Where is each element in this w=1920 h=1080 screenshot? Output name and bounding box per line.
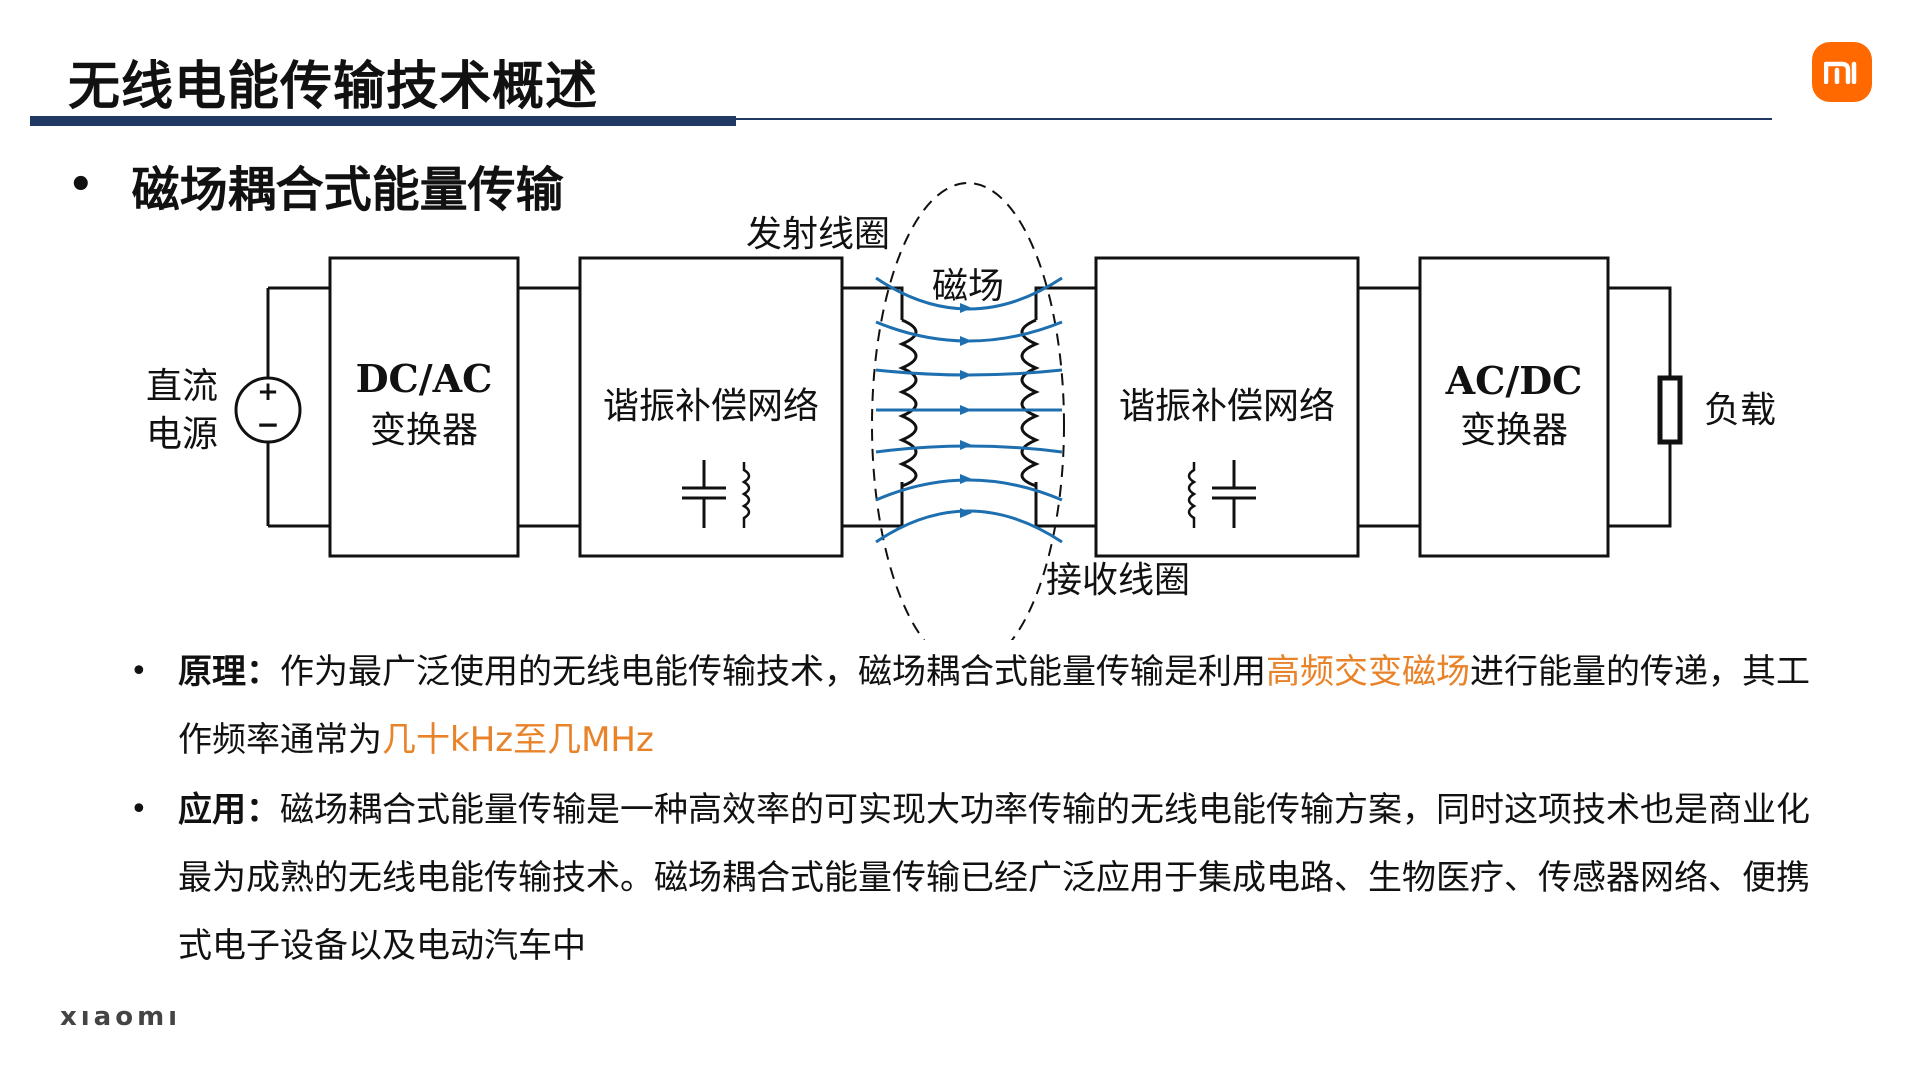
- magnetic-field-region: [871, 182, 1065, 640]
- resonant-network-left-label: 谐振补偿网络: [603, 386, 819, 427]
- dc-source-symbol: [234, 376, 302, 444]
- minus-sign: −: [256, 408, 279, 441]
- slide-title: 无线电能传输技术概述: [68, 57, 599, 117]
- resonant-network-left-block: [578, 256, 844, 558]
- principle-body: 原理：作为最广泛使用的无线电能传输技术，磁场耦合式能量传输是利用高频交变磁场进行…: [178, 638, 1810, 774]
- load-label: 负载: [1704, 390, 1776, 431]
- tx-coil: [898, 318, 918, 488]
- principle-text-2: 进行能量的传递，其工作频率通常为: [178, 652, 1810, 760]
- tx-coil-wires: [842, 286, 904, 528]
- dcac-to-resonant-wires: [518, 286, 580, 528]
- application-lead: 应用：: [178, 790, 280, 830]
- tx-coil-label: 发射线圈: [746, 214, 890, 255]
- dcac-converter-block: [328, 256, 520, 558]
- title-underline: [30, 118, 1772, 120]
- inductor-icon-right: [1187, 462, 1197, 528]
- magnetic-field-label: 磁场: [932, 266, 1004, 307]
- plus-sign: +: [257, 377, 279, 407]
- rx-coil: [1020, 318, 1040, 488]
- application-paragraph: • 应用：磁场耦合式能量传输是一种高效率的可实现大功率传输的无线电能传输方案，同…: [130, 776, 1810, 980]
- acdc-label-2: 变换器: [1460, 410, 1568, 451]
- resonant-to-acdc-wires: [1358, 286, 1420, 528]
- section-title: 磁场耦合式能量传输: [131, 162, 564, 218]
- bullet: •: [130, 654, 148, 689]
- dc-source-wiring: [266, 286, 330, 528]
- capacitor-icon-right: [1212, 460, 1256, 528]
- load-wiring: [1608, 286, 1672, 528]
- resonant-network-right-label: 谐振补偿网络: [1119, 386, 1335, 427]
- principle-lead: 原理：: [178, 652, 280, 692]
- section-heading: • 磁场耦合式能量传输: [68, 150, 564, 220]
- acdc-converter-block: [1418, 256, 1610, 558]
- load-resistor: [1657, 375, 1683, 445]
- dc-source-label-1: 直流: [146, 366, 218, 407]
- inductor-icon: [741, 462, 751, 528]
- title-underline-accent: [30, 116, 736, 126]
- acdc-label-1: AC/DC: [1445, 358, 1583, 403]
- capacitor-icon: [682, 460, 726, 528]
- principle-highlight-2: 几十kHz至几MHz: [382, 720, 654, 760]
- application-text: 磁场耦合式能量传输是一种高效率的可实现大功率传输的无线电能传输方案，同时这项技术…: [178, 790, 1810, 966]
- principle-highlight-1: 高频交变磁场: [1266, 652, 1470, 692]
- footer-brand-wordmark: xıaomı: [60, 1002, 182, 1032]
- field-arrow-icons: [960, 303, 972, 518]
- principle-text-1: 作为最广泛使用的无线电能传输技术，磁场耦合式能量传输是利用: [280, 652, 1266, 692]
- resonant-network-right-block: [1094, 256, 1360, 558]
- dcac-label-1: DC/AC: [356, 356, 493, 401]
- bullet: •: [130, 792, 148, 827]
- principle-paragraph: • 原理：作为最广泛使用的无线电能传输技术，磁场耦合式能量传输是利用高频交变磁场…: [130, 638, 1810, 774]
- application-body: 应用：磁场耦合式能量传输是一种高效率的可实现大功率传输的无线电能传输方案，同时这…: [178, 776, 1810, 980]
- dc-source-label-2: 电源: [146, 414, 218, 455]
- xiaomi-logo: [1812, 42, 1872, 102]
- dcac-label-2: 变换器: [370, 410, 478, 451]
- rx-coil-label: 接收线圈: [1046, 560, 1190, 601]
- rx-coil-wires: [1034, 286, 1096, 528]
- mi-logo-icon: [1824, 61, 1857, 84]
- wpt-block-diagram: + − 直流 电源 DC/AC 变换器 谐振补偿网络: [146, 182, 1776, 640]
- bullet: •: [68, 162, 94, 208]
